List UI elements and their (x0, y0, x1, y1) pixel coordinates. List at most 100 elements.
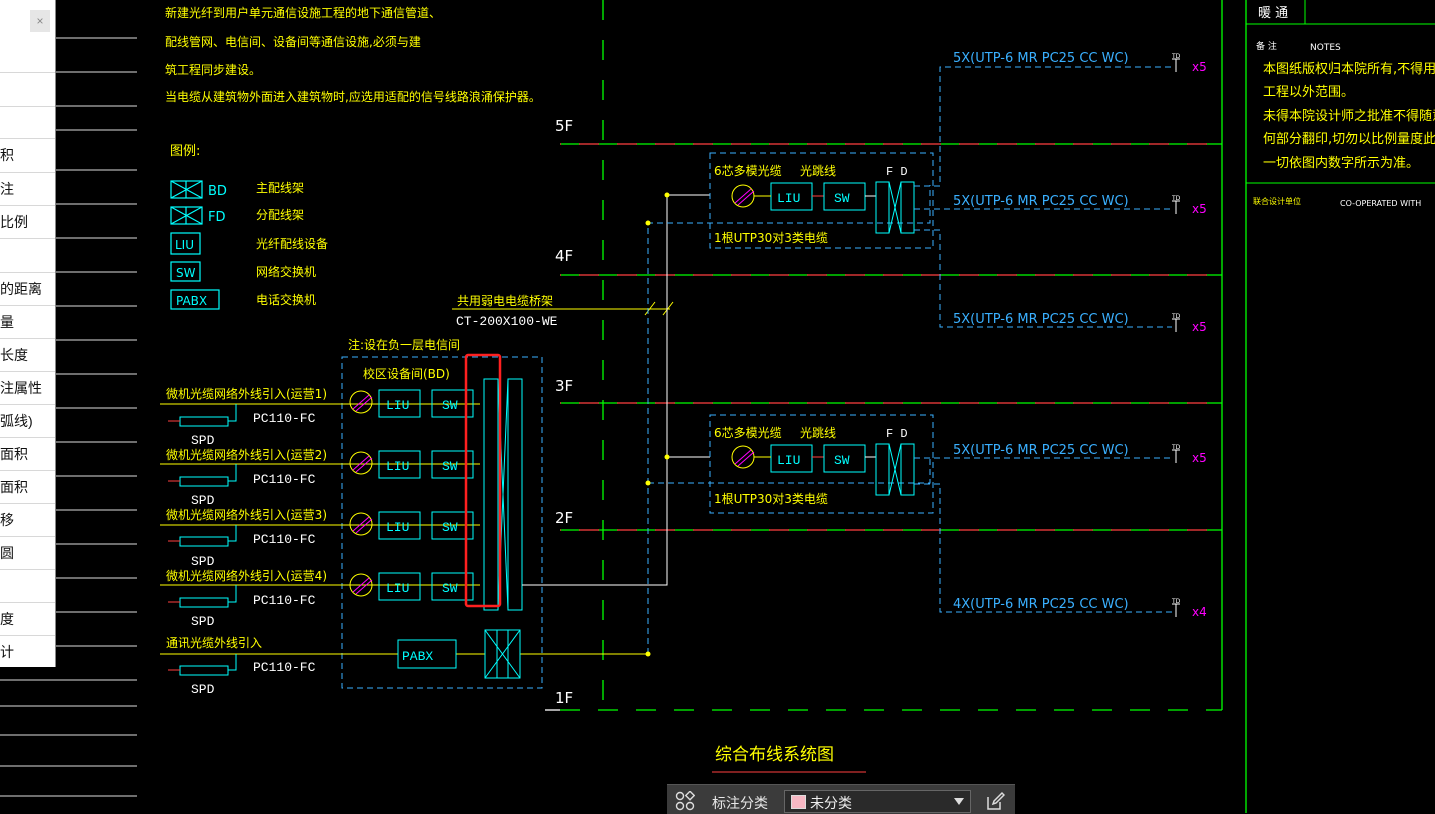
legend-desc: 光纤配线设备 (256, 237, 328, 251)
liu-label: LIU (777, 191, 800, 206)
side-menu-item[interactable]: 面积 (0, 437, 55, 470)
side-menu-item[interactable]: 弧线) (0, 404, 55, 437)
fd-label: F D (886, 427, 908, 441)
notes-en: NOTES (1310, 43, 1341, 53)
chevron-down-icon[interactable] (954, 798, 964, 805)
output-spec: 5X(UTP-6 MR PC25 CC WC) (953, 51, 1129, 66)
grid-icon[interactable] (675, 791, 695, 811)
legend-title: 图例: (170, 144, 200, 159)
annotation-category-select[interactable]: 未分类 (784, 790, 971, 813)
spd-label: SPD (191, 493, 215, 508)
inlet-label: 微机光缆网络外线引入(运营1) (166, 386, 327, 401)
left-gridlines (0, 37, 137, 797)
notes-line: 本图纸版权归本院所有,不得用于 (1263, 61, 1435, 77)
coop-en: CO-OPERATED WITH (1340, 199, 1421, 208)
side-menu-item[interactable]: 度 (0, 602, 55, 635)
side-menu-item[interactable]: 面积 (0, 470, 55, 503)
inlet-rows: 微机光缆网络外线引入(运营1) PC110-FC SPD LIU SW 微机光缆… (160, 386, 648, 697)
side-menu-item[interactable]: 注 (0, 172, 55, 205)
inlet-label: 通讯光缆外线引入 (166, 636, 262, 650)
floor-lines (545, 0, 1223, 711)
side-menu-item[interactable] (0, 72, 55, 105)
liu-label: LIU (386, 581, 409, 596)
close-icon[interactable]: × (30, 10, 50, 32)
legend-desc: 电话交换机 (256, 292, 316, 307)
tray-spec: CT-200X100-WE (456, 314, 558, 329)
note-line: 配线管网、电信间、设备间等通信设施,必须与建 (165, 34, 421, 49)
outlet-count: x5 (1192, 320, 1207, 334)
sw-label: SW (442, 581, 458, 596)
cable-label: 1根UTP30对3类电缆 (714, 231, 828, 245)
inlet-row-5: 通讯光缆外线引入 PC110-FC SPD PABX (160, 629, 648, 697)
spd-label: SPD (191, 433, 215, 448)
side-menu-item[interactable]: 计 (0, 635, 55, 667)
legend-code: FD (208, 210, 226, 225)
td-label: TD (1171, 444, 1181, 451)
drawing-title-text: 综合布线系统图 (715, 745, 834, 765)
highlight-selection[interactable] (464, 353, 502, 608)
side-menu-item[interactable]: 注属性 (0, 371, 55, 404)
annotation-toolbar: 标注分类 未分类 (667, 784, 1015, 814)
spd-label: SPD (191, 614, 215, 629)
pc-label: PC110-FC (253, 660, 316, 675)
side-menu-item[interactable]: 积 (0, 138, 55, 171)
tray-label: 共用弱电电缆桥架 (457, 294, 553, 308)
side-menu-item[interactable]: 移 (0, 503, 55, 536)
inlet-row-2: 微机光缆网络外线引入(运营2) PC110-FC SPD LIU SW (160, 447, 480, 508)
liu-label: LIU (386, 459, 409, 474)
output-cables (914, 66, 1172, 613)
side-menu-item[interactable]: 比例 (0, 205, 55, 238)
drawing-title: 综合布线系统图 (712, 745, 866, 773)
bd-room: 注:设在负一层电信间 校区设备间(BD) (341, 337, 543, 689)
jumper-label: 光跳线 (800, 164, 836, 178)
fd-box-lower: 6芯多模光缆 光跳线 F D 1根UTP30对3类电缆 LIU SW (709, 414, 934, 514)
pc-label: PC110-FC (253, 532, 316, 547)
pc-label: PC110-FC (253, 411, 316, 426)
notes-label: 备 注 (1256, 40, 1277, 52)
output-labels: 5X(UTP-6 MR PC25 CC WC) 5X(UTP-6 MR PC25… (953, 51, 1129, 612)
outlet-count: x5 (1192, 202, 1207, 216)
legend-code: BD (208, 184, 227, 199)
side-menu-item[interactable] (0, 238, 55, 271)
td-label: TD (1171, 313, 1181, 320)
output-spec: 5X(UTP-6 MR PC25 CC WC) (953, 194, 1129, 209)
side-menu-item[interactable]: 圆 (0, 536, 55, 569)
riser-lines (522, 185, 931, 657)
floor-label: 5F (555, 117, 573, 135)
inlet-label: 微机光缆网络外线引入(运营3) (166, 507, 327, 522)
side-menu-item[interactable]: 的距离 (0, 272, 55, 305)
category-color-swatch (791, 795, 806, 809)
floor-label: 3F (555, 377, 573, 395)
general-notes: 新建光纤到用户单元通信设施工程的地下通信管道、 配线管网、电信间、设备间等通信设… (165, 5, 541, 104)
spd-label: SPD (191, 682, 215, 697)
sw-label: SW (442, 520, 458, 535)
td-label: TD (1171, 598, 1181, 605)
legend-code: PABX (176, 294, 207, 308)
side-menu-item[interactable]: 量 (0, 305, 55, 338)
side-menu-item[interactable] (0, 569, 55, 602)
output-spec: 5X(UTP-6 MR PC25 CC WC) (953, 443, 1129, 458)
legend-desc: 网络交换机 (256, 264, 316, 279)
side-menu-item[interactable] (0, 106, 55, 139)
inlet-row-3: 微机光缆网络外线引入(运营3) PC110-FC SPD LIU SW (160, 507, 480, 569)
floor-label: 4F (555, 247, 573, 265)
outlet-count: x5 (1192, 451, 1207, 465)
fiber-label: 6芯多模光缆 (714, 426, 782, 440)
legend-code: SW (176, 266, 196, 280)
side-menu-item[interactable]: 长度 (0, 338, 55, 371)
liu-label: LIU (386, 520, 409, 535)
cable-tray: 共用弱电电缆桥架 CT-200X100-WE (452, 294, 674, 329)
bd-room-name: 校区设备间(BD) (363, 366, 450, 381)
edit-icon[interactable] (985, 791, 1005, 811)
spd-label: SPD (191, 554, 215, 569)
outlet-count: x5 (1192, 60, 1207, 74)
pc-label: PC110-FC (253, 593, 316, 608)
properties-side-panel[interactable]: × 积 注 比例 的距离 量 长度 注属性 弧线) 面积 面积 移 圆 度 计 (0, 0, 56, 667)
liu-label: LIU (386, 398, 409, 413)
liu-label: LIU (777, 453, 800, 468)
sw-label: SW (442, 459, 458, 474)
notes-line: 何部分翻印,切勿以比例量度此图 (1263, 131, 1435, 147)
coop-label: 联合设计单位 (1253, 196, 1301, 206)
floor-labels: 5F 4F 3F 2F 1F (555, 117, 573, 707)
